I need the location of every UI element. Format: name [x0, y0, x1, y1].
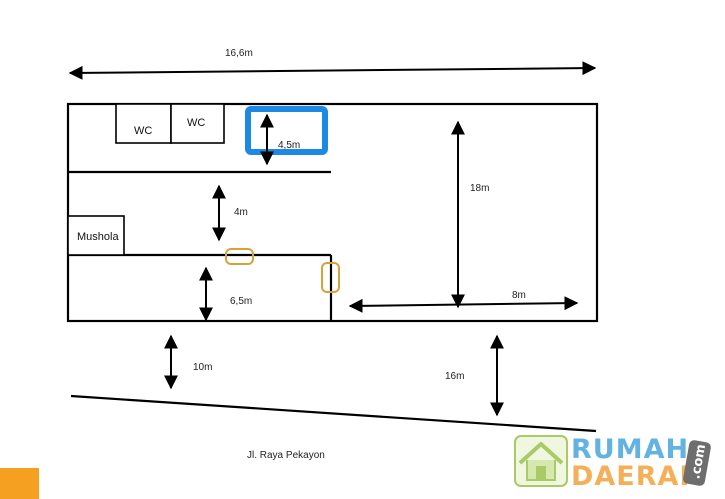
arrow-total-width: [68, 61, 597, 80]
road-edge: [70, 394, 597, 433]
arrow-right-width: [348, 296, 579, 313]
label-corridor: 4m: [234, 207, 248, 218]
mushola-label: Mushola: [77, 231, 119, 243]
wc-label-2: WC: [187, 117, 205, 129]
road-label: Jl. Raya Pekayon: [247, 450, 325, 461]
house-icon: [514, 435, 568, 487]
watermark-logo: RUMAH DAERAH .com: [514, 434, 711, 492]
com-badge: .com: [683, 440, 711, 486]
wc-room-2: [170, 103, 225, 144]
highlight-box: [245, 106, 328, 155]
svg-text:.com: .com: [688, 443, 709, 480]
label-right-setback: 16m: [445, 371, 464, 382]
building-outline: [66, 102, 599, 323]
label-total-width: 16,6m: [225, 48, 253, 59]
label-front-room: 6,5m: [230, 296, 252, 307]
label-right-width: 8m: [512, 290, 526, 301]
wc-room-1: [115, 103, 172, 144]
mushola-room: [67, 215, 125, 256]
wc-label-1: WC: [134, 125, 152, 137]
label-depth: 18m: [470, 183, 489, 194]
brand-line-2: DAERAH: [571, 461, 703, 492]
label-setback: 10m: [193, 362, 212, 373]
door-marker-horizontal: [225, 248, 254, 265]
corner-tab: [0, 468, 39, 499]
brand-line-1: RUMAH: [571, 434, 689, 465]
label-wc-block: 4,5m: [278, 140, 300, 151]
door-marker-vertical: [321, 262, 340, 293]
